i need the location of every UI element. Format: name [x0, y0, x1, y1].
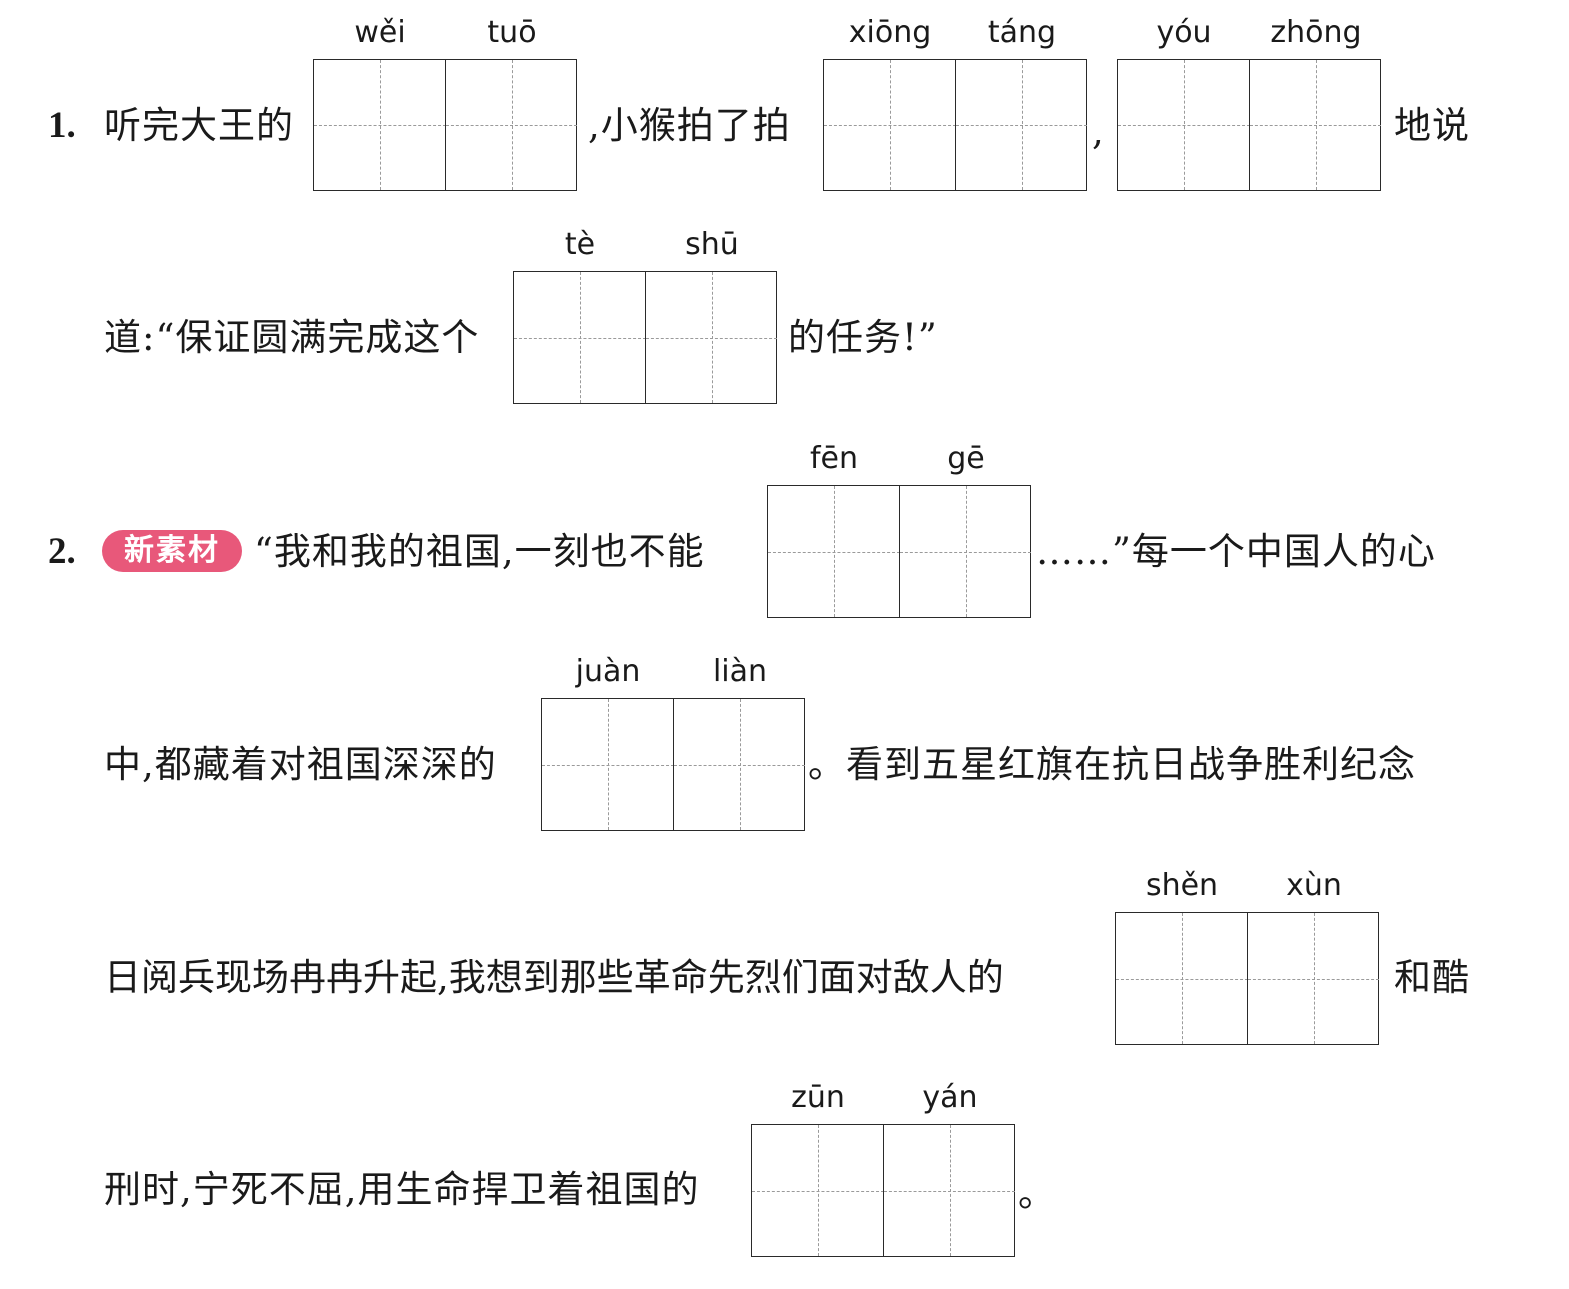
- writing-cell[interactable]: [899, 486, 1031, 617]
- pinyin-lian: liàn: [712, 654, 768, 689]
- question-number-2: 2.: [48, 531, 76, 572]
- answer-grid-q1-3[interactable]: [1117, 59, 1381, 191]
- pinyin-ge: gē: [947, 441, 985, 476]
- writing-cell[interactable]: [824, 60, 956, 190]
- q1-line2-text-1: 道:“保证圆满完成这个: [104, 316, 480, 359]
- pinyin-yan: yán: [922, 1080, 978, 1115]
- writing-cell[interactable]: [1118, 60, 1250, 190]
- q2-line2-text-2: 。看到五星红旗在抗日战争胜利纪念: [808, 743, 1416, 786]
- q2-line4-text-2: 。: [1018, 1172, 1056, 1215]
- pinyin-zun: zūn: [791, 1080, 845, 1115]
- new-material-badge: 新素材: [102, 530, 242, 572]
- pinyin-xun: xùn: [1286, 868, 1342, 903]
- pinyin-fen: fēn: [809, 441, 859, 476]
- q2-line1-text-1: “我和我的祖国,一刻也不能: [254, 530, 705, 573]
- answer-grid-q1-1[interactable]: [313, 59, 577, 191]
- q2-line4-text-1: 刑时,宁死不屈,用生命捍卫着祖国的: [104, 1168, 700, 1211]
- writing-cell[interactable]: [514, 272, 646, 403]
- writing-cell[interactable]: [883, 1125, 1015, 1256]
- answer-grid-q2-4[interactable]: [751, 1124, 1015, 1257]
- pinyin-tang: táng: [987, 15, 1057, 50]
- writing-cell[interactable]: [768, 486, 900, 617]
- q2-line3-text-2: 和酷: [1394, 956, 1470, 999]
- pinyin-te: tè: [564, 227, 596, 262]
- writing-cell[interactable]: [955, 60, 1087, 190]
- pinyin-shu: shū: [685, 227, 739, 262]
- pinyin-xiong: xiōng: [848, 15, 932, 50]
- q2-line2-text-1: 中,都藏着对祖国深深的: [104, 743, 497, 786]
- pinyin-you: yóu: [1156, 15, 1212, 50]
- writing-cell[interactable]: [542, 699, 674, 830]
- pinyin-wei: wěi: [354, 15, 406, 50]
- q2-line3-text-1: 日阅兵现场冉冉升起,我想到那些革命先烈们面对敌人的: [104, 956, 1004, 999]
- answer-grid-q1-2[interactable]: [823, 59, 1087, 191]
- pinyin-tuo: tuō: [487, 15, 537, 50]
- writing-cell[interactable]: [1249, 60, 1381, 190]
- q2-line1-text-2: ……”每一个中国人的心: [1036, 530, 1436, 573]
- answer-grid-q1-4[interactable]: [513, 271, 777, 404]
- q1-line2-text-2: 的任务!”: [788, 316, 938, 359]
- answer-grid-q2-3[interactable]: [1115, 912, 1379, 1045]
- answer-grid-q2-2[interactable]: [541, 698, 805, 831]
- writing-cell[interactable]: [645, 272, 777, 403]
- q1-line1-text-2: ,小猴拍了拍: [588, 104, 791, 147]
- pinyin-shen: shěn: [1145, 868, 1219, 903]
- writing-cell[interactable]: [673, 699, 805, 830]
- writing-cell[interactable]: [1116, 913, 1248, 1044]
- writing-cell[interactable]: [445, 60, 577, 190]
- q1-line1-text-1: 听完大王的: [104, 104, 294, 147]
- q1-line1-text-4: 地说: [1394, 104, 1470, 147]
- writing-cell[interactable]: [314, 60, 446, 190]
- pinyin-juan: juàn: [575, 654, 641, 689]
- q1-line1-text-3: ,: [1092, 110, 1105, 153]
- writing-cell[interactable]: [1247, 913, 1379, 1044]
- question-number-1: 1.: [48, 105, 76, 146]
- answer-grid-q2-1[interactable]: [767, 485, 1031, 618]
- pinyin-zhong: zhōng: [1270, 15, 1362, 50]
- writing-cell[interactable]: [752, 1125, 884, 1256]
